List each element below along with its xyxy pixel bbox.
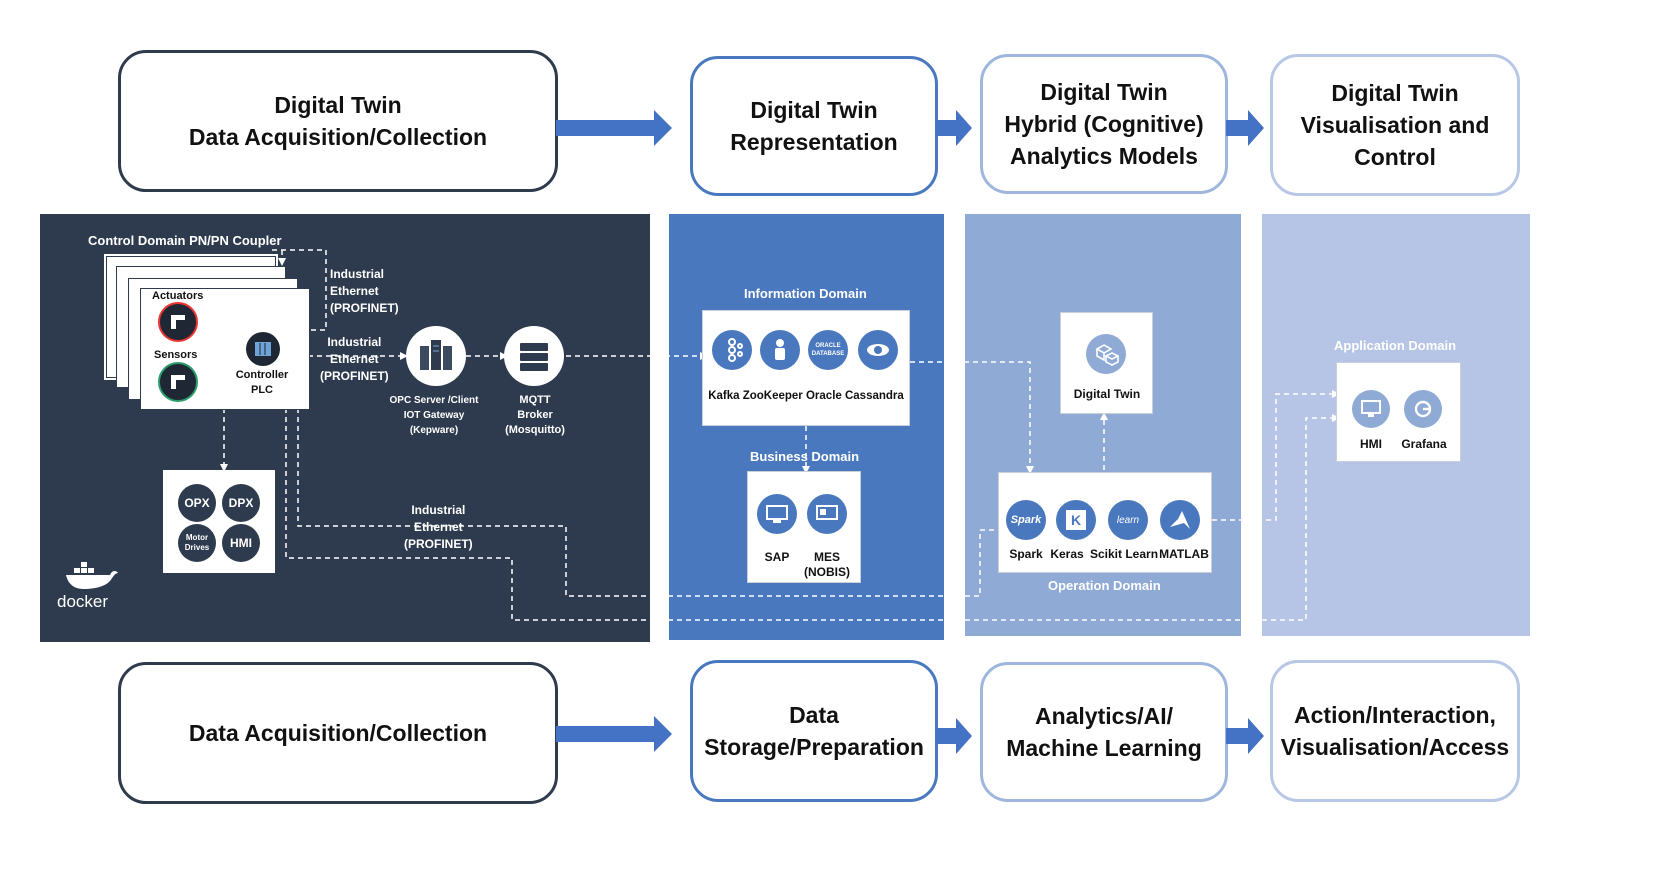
operation-domain-title: Operation Domain — [1048, 578, 1161, 593]
ethernet-label-2: Industrial Ethernet (PROFINET) — [320, 335, 389, 383]
device-hmi: HMI — [222, 524, 260, 562]
arrow-right-icon — [556, 110, 672, 146]
scikit-learn-label: Scikit Learn — [1090, 547, 1159, 561]
arrow-right-icon — [1226, 110, 1264, 146]
gateway-label: OPC Server /Client IOT Gateway (Kepware) — [389, 395, 479, 436]
arrow-right-icon — [556, 716, 672, 752]
arrow-right-icon — [936, 718, 972, 754]
bottom-box-data-acquisition: Data Acquisition/Collection — [118, 662, 558, 804]
device-motor-drives: Motor Drives — [178, 524, 216, 562]
sap-label: SAP — [764, 550, 790, 564]
sensors-label: Sensors — [154, 349, 198, 361]
application-domain-title: Application Domain — [1334, 338, 1457, 353]
keras-logo-text: K — [1066, 510, 1086, 530]
top-box-representation: Digital Twin Representation — [690, 56, 938, 196]
matlab-icon — [1160, 500, 1200, 540]
device-dpx: DPX — [222, 484, 260, 522]
information-domain-title: Information Domain — [744, 286, 867, 301]
spark-label: Spark — [1009, 547, 1043, 561]
business-domain-title: Business Domain — [750, 449, 860, 464]
bottom-box-action-interaction: Action/Interaction, Visualisation/Access — [1270, 660, 1520, 802]
matlab-label: MATLAB — [1159, 547, 1209, 561]
arrow-right-icon — [936, 110, 972, 146]
controller-icon — [246, 332, 280, 366]
controller-label: Controller PLC — [235, 369, 289, 396]
digital-twin-label: Digital Twin — [1073, 387, 1141, 401]
scikit-learn-icon: learn — [1108, 500, 1148, 540]
keras-label: Keras — [1050, 547, 1084, 561]
zookeeper-icon — [760, 330, 800, 370]
mes-label: MES (NOBIS) — [804, 550, 850, 579]
information-tools-label: Kafka ZooKeeper Oracle Cassandra — [708, 390, 904, 402]
broker-icon — [504, 326, 564, 386]
keras-icon: K — [1056, 500, 1096, 540]
docker-whale-icon — [66, 562, 118, 589]
actuator-icon — [158, 302, 198, 342]
device-opx: OPX — [178, 484, 216, 522]
sap-icon — [757, 494, 797, 534]
digital-twin-icon — [1086, 334, 1126, 374]
bottom-box-analytics-ai: Analytics/AI/ Machine Learning — [980, 662, 1228, 802]
top-box-visualisation-control: Digital Twin Visualisation and Control — [1270, 54, 1520, 196]
spark-icon: Spark — [1006, 500, 1046, 540]
sensor-icon — [158, 362, 198, 402]
ethernet-label-3: Industrial Ethernet (PROFINET) — [404, 503, 473, 551]
actuators-label: Actuators — [152, 290, 204, 302]
hmi-label: HMI — [1360, 437, 1382, 451]
top-box-data-acquisition: Digital Twin Data Acquisition/Collection — [118, 50, 558, 192]
oracle-icon: ORACLE DATABASE — [808, 330, 848, 370]
mqtt-label: MQTT Broker (Mosquitto) — [505, 394, 565, 436]
arrow-right-icon — [1226, 718, 1264, 754]
docker-label: docker — [57, 592, 109, 611]
control-domain-title: Control Domain PN/PN Coupler — [88, 233, 282, 248]
grafana-icon — [1404, 390, 1442, 428]
hmi-icon — [1352, 390, 1390, 428]
top-box-analytics-models: Digital Twin Hybrid (Cognitive) Analytic… — [980, 54, 1228, 194]
ethernet-label-1: Industrial Ethernet (PROFINET) — [330, 267, 399, 315]
mes-icon — [807, 494, 847, 534]
server-icon — [406, 326, 466, 386]
grafana-label: Grafana — [1401, 437, 1447, 451]
kafka-icon — [712, 330, 752, 370]
cassandra-icon — [858, 330, 898, 370]
devices-box — [163, 470, 275, 573]
